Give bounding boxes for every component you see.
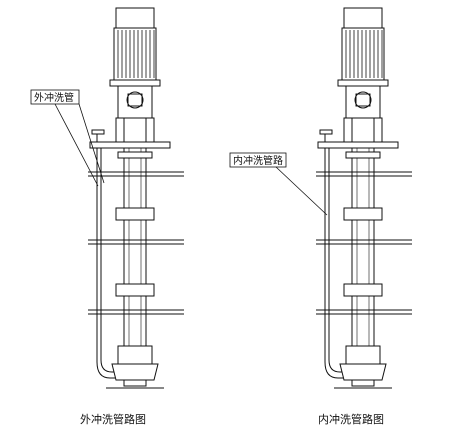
left-motor-fins — [117, 30, 155, 78]
right-pump-volute — [339, 363, 387, 381]
left-lower-bracket — [115, 117, 155, 143]
right-diagram-caption: 内冲洗管路图 — [318, 412, 384, 426]
right-coupling-hub — [355, 93, 371, 107]
left-motor-top-cap — [115, 7, 155, 31]
right-valve-handle — [319, 129, 333, 135]
left-diagram-caption: 外冲洗管路图 — [80, 412, 146, 426]
left-coupling-housing — [117, 85, 153, 119]
left-suction-inlet — [123, 379, 147, 387]
right-base-plate — [317, 141, 399, 149]
right-column-flanges — [343, 151, 383, 297]
left-base-plate — [89, 141, 171, 149]
right-motor-body — [341, 27, 385, 81]
left-coupling-hub — [127, 93, 143, 107]
left-pump-bowl — [117, 345, 153, 365]
right-callout: 内冲洗管路 — [229, 152, 328, 216]
left-external-flush-pipe — [96, 148, 120, 379]
left-pump-assembly — [88, 7, 184, 389]
right-motor-top-cap — [343, 7, 383, 31]
left-column-flanges — [115, 151, 155, 297]
right-internal-flush-pipe — [324, 148, 348, 379]
right-motor-fins — [345, 30, 383, 78]
right-coupling-window — [354, 91, 372, 109]
left-valve-handle — [91, 129, 105, 135]
right-support-bands — [316, 171, 412, 315]
left-motor-flange — [109, 79, 161, 87]
right-pump-assembly — [316, 7, 412, 389]
right-callout-box — [229, 152, 287, 168]
left-callout: 外冲洗管 — [30, 89, 105, 187]
left-callout-label: 外冲洗管 — [34, 91, 74, 104]
right-suction-inlet — [351, 379, 375, 387]
right-pump-bowl — [345, 345, 381, 365]
right-callout-leader — [275, 166, 328, 216]
left-support-bands — [88, 171, 184, 315]
right-coupling-housing — [345, 85, 381, 119]
right-callout-label: 内冲洗管路 — [233, 154, 283, 167]
left-callout-leader-2 — [54, 103, 99, 187]
right-motor-flange — [337, 79, 389, 87]
left-callout-leader-1 — [78, 103, 105, 184]
left-motor-body — [113, 27, 157, 81]
left-pump-volute — [111, 363, 159, 381]
left-coupling-window — [126, 91, 144, 109]
right-lower-bracket — [343, 117, 383, 143]
